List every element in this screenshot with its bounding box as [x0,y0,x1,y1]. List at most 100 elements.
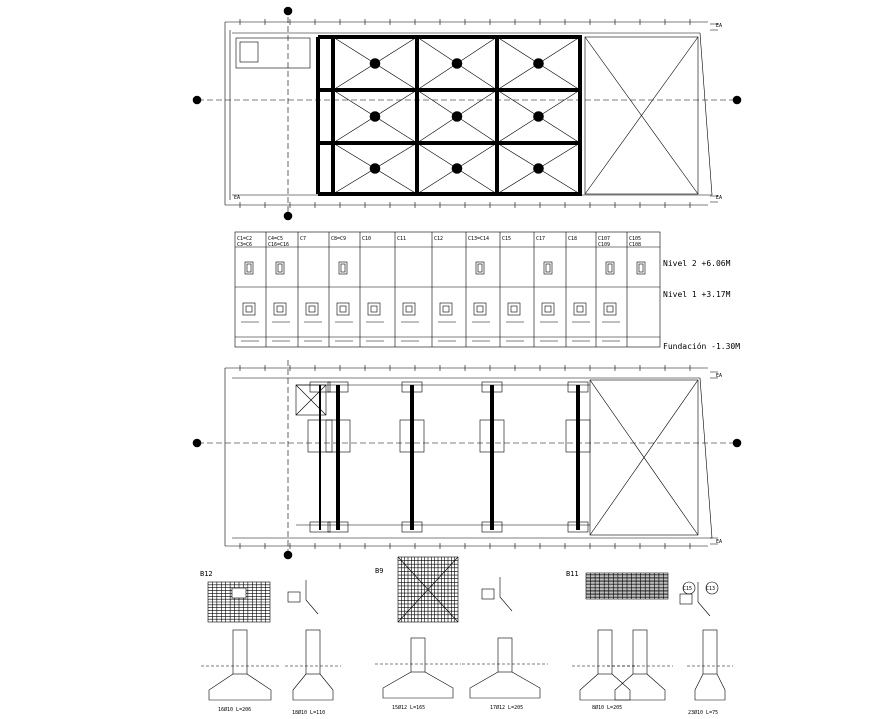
footing-pad [325,419,351,453]
column-section-core [477,263,483,273]
footing-label-b9: B9 [375,567,383,575]
rebar-section [679,593,693,605]
column-section [275,261,285,275]
column-section [305,302,319,316]
column-section [507,302,521,316]
column-section-core [606,305,614,313]
footing-caption-b9-right: 17Ø12 L=205 [490,704,523,711]
foundation-beam-grid [239,365,691,549]
schedule-header-cell: C105 [629,236,641,242]
footing-caption-b9-left: 15Ø12 L=165 [392,704,425,711]
foundation-plan [192,360,742,560]
column-section [338,261,348,275]
footing-elevation [694,673,726,701]
schedule-header-cell: C1=C2 [237,236,252,242]
column-elevation [232,629,248,675]
rebar-section [287,591,301,603]
column-section [603,302,617,316]
column-schedule-table [234,231,661,348]
axis-marker-north [283,6,293,16]
slab-marker [369,111,381,122]
footing-pad-top [567,381,589,393]
upper-column-line [415,37,419,194]
footing-elevation [208,673,272,701]
column-section-core [576,305,584,313]
footing-pad-top [327,381,349,393]
footing-elevation [614,673,666,701]
foundation-column-line [490,385,494,530]
column-section [605,261,615,275]
grid-tag-upper-ne: EA [716,23,722,29]
schedule-header-cell: C4=C5 [268,236,283,242]
column-section-core [476,305,484,313]
upper-column-line [316,37,320,194]
level-label-foundation: Fundación -1.30M [663,341,740,351]
schedule-header-cell: C17 [536,236,545,242]
column-section-core [442,305,450,313]
footing-caption-b11-left: 8Ø10 L=205 [592,704,622,711]
slab-marker [451,58,463,69]
column-section-core [276,305,284,313]
upper-beam-line [318,88,582,92]
column-section [402,302,416,316]
axis-marker-east [732,95,742,105]
upper-beam-line [318,35,582,39]
column-section-core [308,305,316,313]
column-section-core [245,305,253,313]
footing-label-b12: B12 [200,570,213,578]
column-elevation [410,637,426,673]
foundation-column-line [336,385,340,530]
column-section [541,302,555,316]
footing-elevation [382,671,454,699]
schedule-header-cell: C13=C14 [468,236,489,242]
column-section-core [340,263,346,273]
upper-beam-line [318,141,582,145]
schedule-header-cell: C12 [434,236,443,242]
upper-column-line [495,37,499,194]
column-section [439,302,453,316]
footing-pad [565,419,591,453]
schedule-header-cell: C7 [300,236,306,242]
footing-pad-bottom [309,521,331,533]
footing-elevation [292,673,334,701]
column-elevation [497,637,513,673]
column-elevation [702,629,718,675]
column-section [273,302,287,316]
footing-column-tag-c13: C13 [706,586,715,592]
upper-column-line [578,37,582,194]
schedule-header-cell: C10 [362,236,371,242]
column-section-core [405,305,413,313]
column-section [636,261,646,275]
rebar-bend [499,577,513,612]
footing-elevation [579,673,631,701]
column-section [242,302,256,316]
grid-tag-lower-se: EA [716,539,722,545]
footing-pad-top [481,381,503,393]
column-section-core [510,305,518,313]
footing-pad-bottom [327,521,349,533]
footing-pad [399,419,425,453]
slab-marker [533,163,544,174]
footing-caption-b12-left: 16Ø10 L=206 [218,706,251,713]
corner-footing-diag [295,384,327,416]
footing-pad-bottom [567,521,589,533]
column-tag-bubble [682,581,696,595]
column-section-core [545,263,551,273]
footing-details [201,556,733,701]
upper-column-line [331,37,335,194]
column-elevation [632,629,648,675]
upper-column-grid [239,19,691,208]
axis-marker-east-lower [732,438,742,448]
schedule-subheader-cell: C3=C6 [237,242,252,248]
foundation-column-line [410,385,414,530]
schedule-header-cell: C18 [568,236,577,242]
footing-caption-b12-right: 18Ø10 L=110 [292,709,325,716]
footing-pad [479,419,505,453]
foundation-column-line [576,385,580,530]
rebar-section [481,588,495,600]
slab-marker [533,111,544,122]
slab-marker [369,58,381,69]
rebar-bend [305,580,319,615]
column-section [473,302,487,316]
